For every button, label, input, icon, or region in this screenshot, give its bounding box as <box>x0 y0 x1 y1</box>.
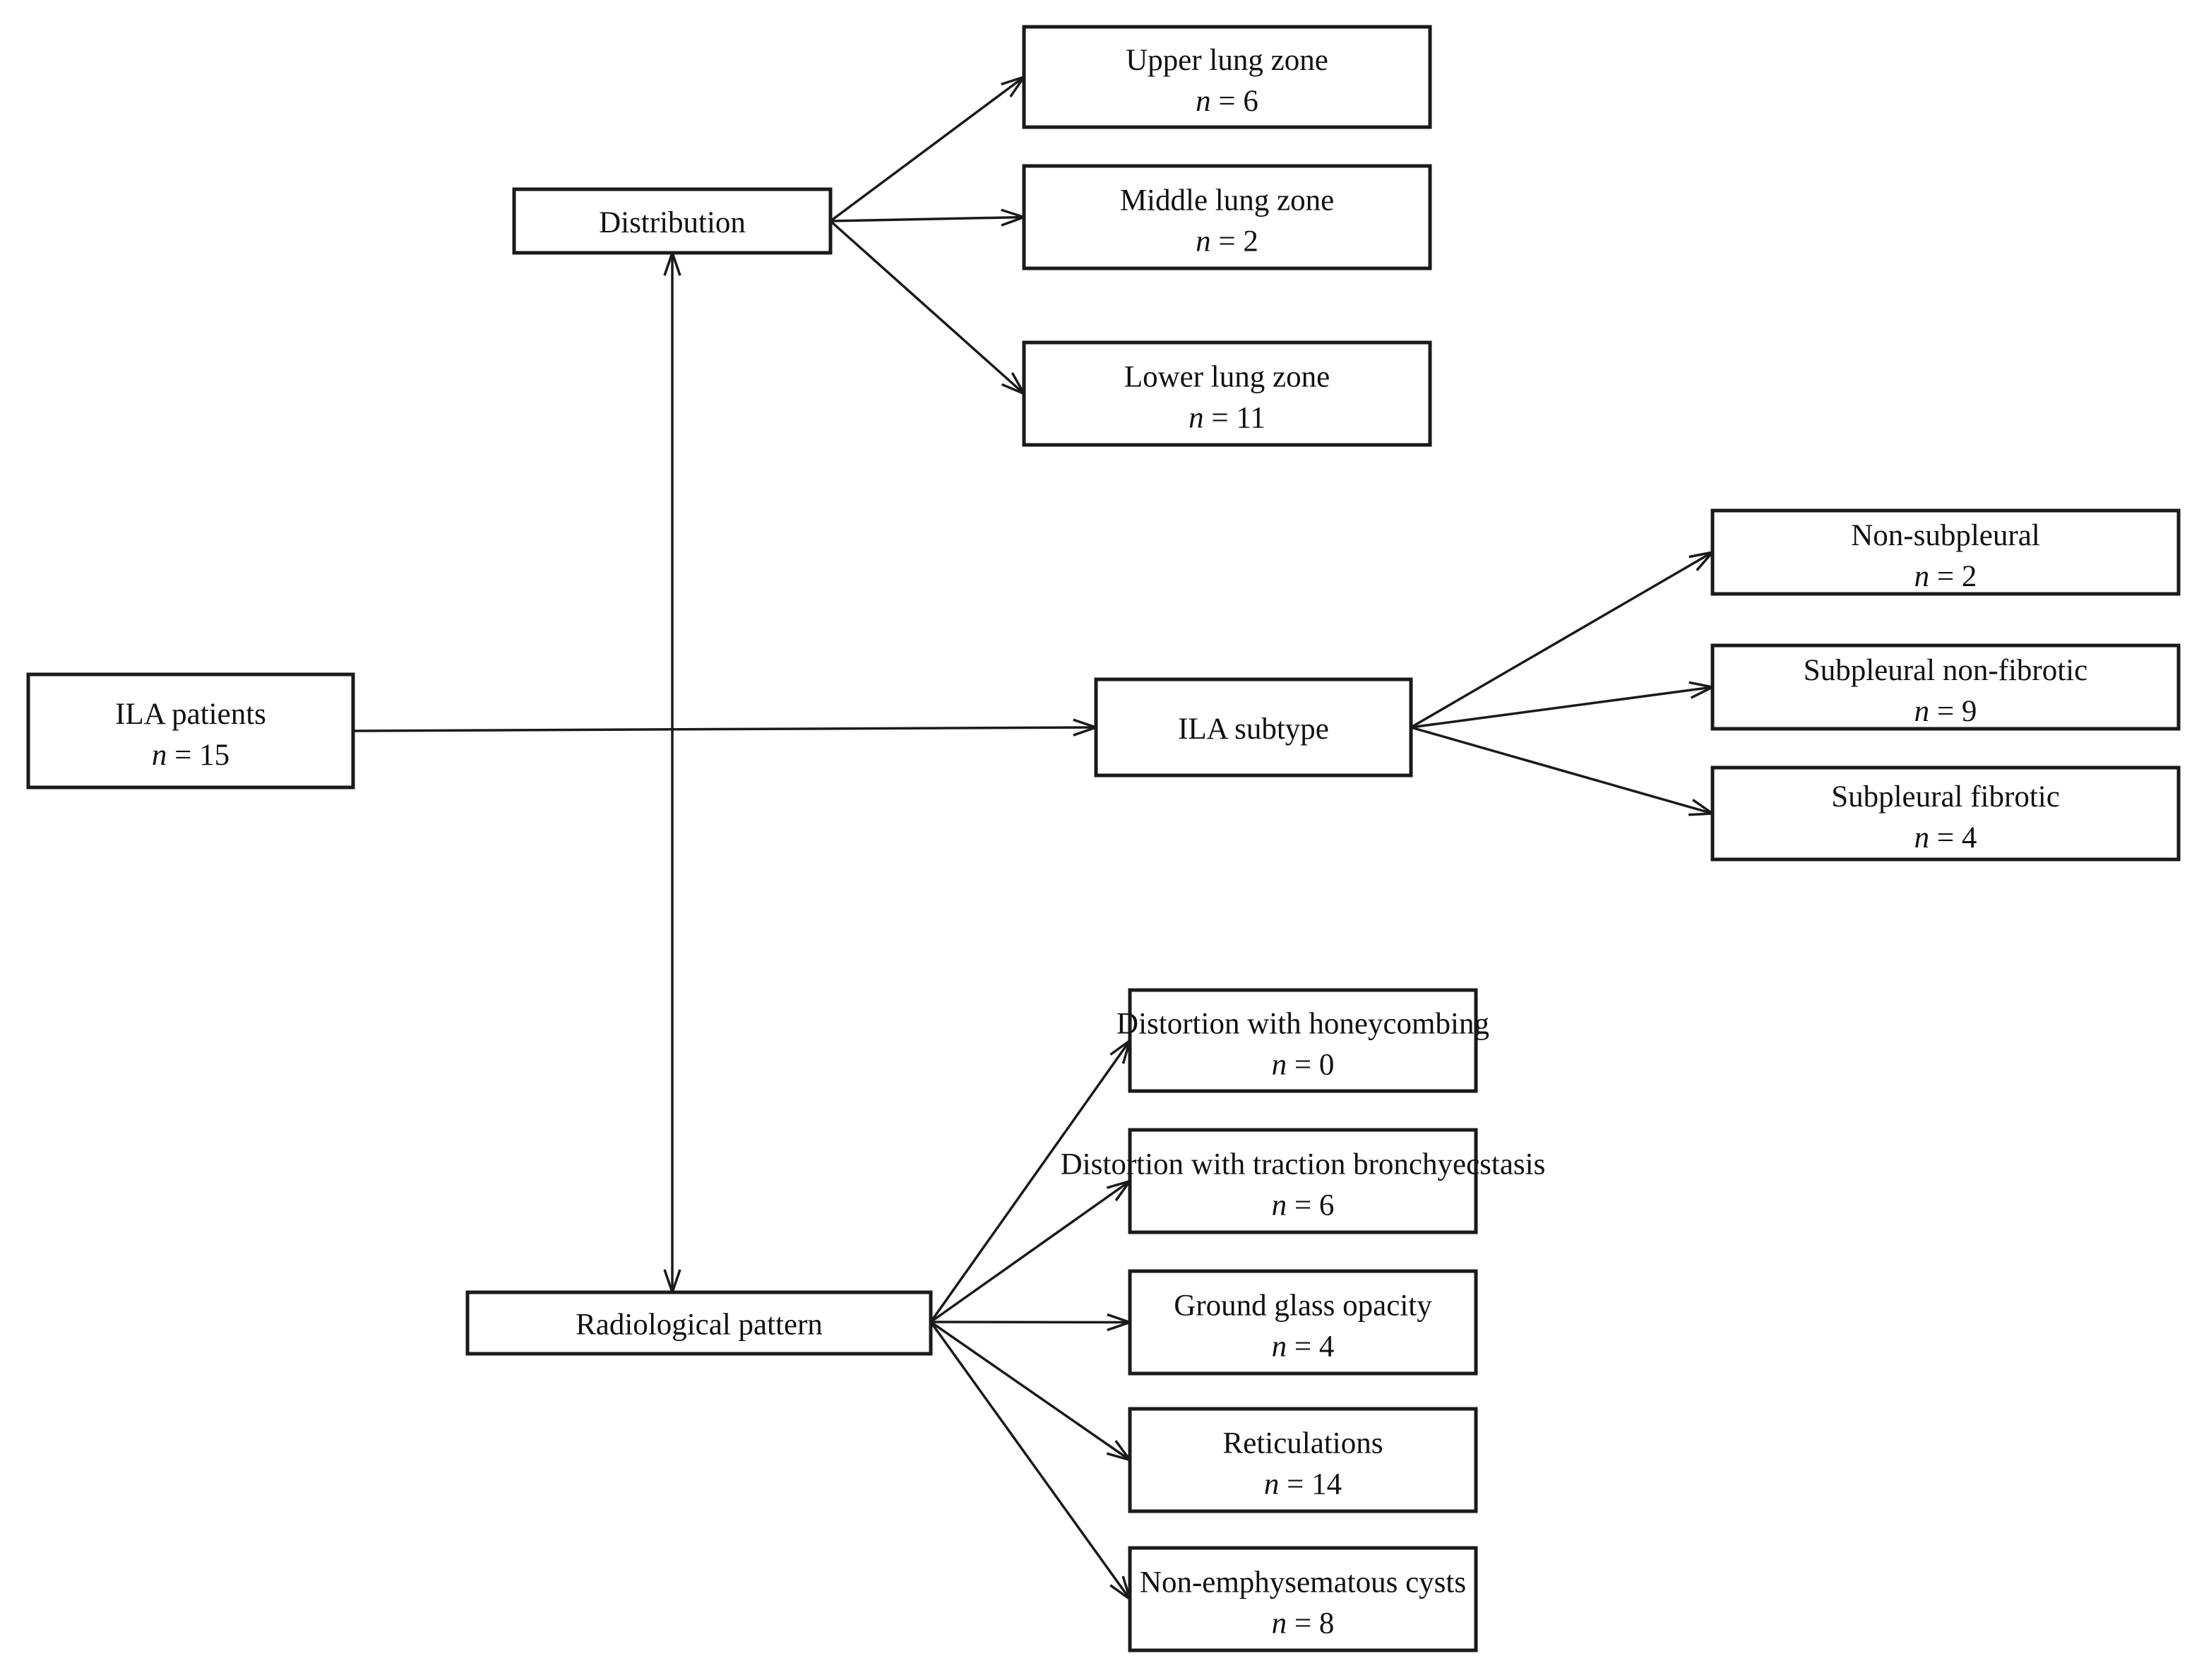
node-distortion-with-traction-bronchyecstasis[interactable]: Distortion with traction bronchyecstasis… <box>1061 1128 1546 1234</box>
node-label-ila-patients: ILA patients <box>115 698 266 731</box>
node-count-ground-glass-opacity: n = 4 <box>1272 1330 1335 1364</box>
node-count-middle-lung-zone: n = 2 <box>1196 225 1258 258</box>
edge-root-to-subtype-line <box>352 726 1097 732</box>
node-distortion-with-honeycombing[interactable]: Distortion with honeycombing n = 0 <box>1116 988 1489 1093</box>
node-box-reticulations <box>1128 1407 1478 1513</box>
edge-radiological-pattern-to-distortion-with-traction-bronchyecstasis[interactable] <box>929 1180 1131 1323</box>
node-non-emphysematous-cysts[interactable]: Non-emphysematous cysts n = 8 <box>1128 1546 1478 1652</box>
node-box-radiological-pattern <box>465 1290 933 1356</box>
node-radiological-pattern[interactable]: Radiological pattern <box>465 1290 933 1356</box>
node-label-middle-lung-zone: Middle lung zone <box>1120 184 1334 218</box>
node-box-ground-glass-opacity <box>1128 1269 1478 1376</box>
edge-distribution-to-upper-lung-zone-line <box>829 76 1025 222</box>
node-label-non-emphysematous-cysts: Non-emphysematous cysts <box>1140 1566 1466 1599</box>
edge-radiological-pattern-to-distortion-with-traction-bronchyecstasis-head <box>1106 1179 1131 1202</box>
edge-distribution-to-middle-lung-zone-head <box>1001 208 1025 227</box>
edge-root-to-subtype-head <box>1073 718 1097 737</box>
node-count-subpleural-non-fibrotic: n = 9 <box>1914 695 1977 728</box>
edge-ila-subtype-to-subpleural-fibrotic[interactable] <box>1410 726 1713 815</box>
edge-radiological-pattern-to-non-emphysematous-cysts-head <box>1109 1575 1131 1600</box>
node-box-distribution <box>512 187 833 255</box>
node-box-non-emphysematous-cysts <box>1128 1546 1478 1652</box>
edge-distribution-to-upper-lung-zone-head <box>1001 76 1025 98</box>
node-label-subpleural-fibrotic: Subpleural fibrotic <box>1831 780 2060 814</box>
edge-radiological-pattern-to-reticulations-head <box>1106 1440 1131 1462</box>
edge-root-to-subtype[interactable] <box>352 726 1097 732</box>
node-ground-glass-opacity[interactable]: Ground glass opacity n = 4 <box>1128 1269 1478 1376</box>
edge-ila-subtype-to-subpleural-non-fibrotic[interactable] <box>1410 686 1713 729</box>
node-label-ground-glass-opacity: Ground glass opacity <box>1174 1289 1432 1323</box>
node-count-distortion-with-traction-bronchyecstasis: n = 6 <box>1272 1189 1335 1222</box>
edge-radiological-pattern-to-ground-glass-opacity-head <box>1107 1313 1131 1332</box>
node-count-non-emphysematous-cysts: n = 8 <box>1272 1607 1335 1640</box>
edge-distribution-to-lower-lung-zone[interactable] <box>829 220 1025 395</box>
node-label-subpleural-non-fibrotic: Subpleural non-fibrotic <box>1804 654 2087 687</box>
node-non-subpleural[interactable]: Non-subpleural n = 2 <box>1710 508 2181 596</box>
node-box-ila-subtype <box>1094 677 1413 778</box>
node-upper-lung-zone[interactable]: Upper lung zone n = 6 <box>1022 25 1432 129</box>
edge-ila-subtype-to-subpleural-fibrotic-line <box>1410 726 1713 815</box>
edge-radiological-pattern-to-non-emphysematous-cysts[interactable] <box>929 1321 1131 1600</box>
edge-radiological-pattern-to-distortion-with-honeycombing-line <box>929 1039 1131 1323</box>
edges-layer <box>352 76 1714 1600</box>
node-count-subpleural-fibrotic: n = 4 <box>1914 821 1977 854</box>
edge-radiological-pattern-to-reticulations[interactable] <box>930 1321 1131 1461</box>
node-count-ila-patients: n = 15 <box>152 739 230 772</box>
node-count-non-subpleural: n = 2 <box>1914 560 1977 593</box>
edge-radiological-pattern-to-distortion-with-honeycombing[interactable] <box>929 1039 1131 1323</box>
node-box-subpleural-fibrotic <box>1710 765 2181 862</box>
node-box-middle-lung-zone <box>1022 164 1432 270</box>
node-label-distortion-with-honeycombing: Distortion with honeycombing <box>1116 1008 1489 1041</box>
node-box-subpleural-non-fibrotic <box>1710 643 2181 731</box>
node-label-radiological-pattern: Radiological pattern <box>576 1309 823 1342</box>
edge-radiological-pattern-to-distortion-with-traction-bronchyecstasis-line <box>929 1180 1131 1323</box>
edge-ila-subtype-to-subpleural-non-fibrotic-line <box>1410 686 1713 729</box>
node-count-lower-lung-zone: n = 11 <box>1189 402 1265 435</box>
edge-radiological-pattern-to-non-emphysematous-cysts-line <box>929 1321 1131 1600</box>
edge-radiological-pattern-to-ground-glass-opacity-line <box>930 1321 1131 1324</box>
node-subpleural-fibrotic[interactable]: Subpleural fibrotic n = 4 <box>1710 765 2181 862</box>
node-ila-patients[interactable]: ILA patients n = 15 <box>26 672 355 790</box>
node-count-upper-lung-zone: n = 6 <box>1196 85 1258 118</box>
node-box-distortion-with-honeycombing <box>1128 988 1478 1093</box>
edge-distribution-to-lower-lung-zone-line <box>829 220 1025 395</box>
edge-ila-subtype-to-non-subpleural-line <box>1410 551 1713 729</box>
edge-distribution-to-lower-lung-zone-head <box>1001 372 1025 395</box>
edge-vertical-down-head <box>663 1269 681 1293</box>
edge-ila-subtype-to-subpleural-fibrotic-head <box>1688 799 1714 816</box>
edge-ila-subtype-to-subpleural-non-fibrotic-head <box>1688 681 1713 699</box>
node-label-reticulations: Reticulations <box>1223 1427 1383 1460</box>
node-label-distortion-with-traction-bronchyecstasis: Distortion with traction bronchyecstasis <box>1061 1148 1546 1181</box>
edge-ila-subtype-to-non-subpleural[interactable] <box>1410 551 1713 729</box>
node-box-upper-lung-zone <box>1022 25 1432 129</box>
edge-distribution-to-middle-lung-zone[interactable] <box>830 215 1025 222</box>
edge-radiological-pattern-to-reticulations-line <box>930 1321 1131 1461</box>
node-count-distortion-with-honeycombing: n = 0 <box>1272 1049 1335 1082</box>
node-lower-lung-zone[interactable]: Lower lung zone n = 11 <box>1022 340 1432 447</box>
node-count-reticulations: n = 14 <box>1264 1468 1342 1501</box>
node-label-distribution: Distribution <box>599 206 746 239</box>
node-label-lower-lung-zone: Lower lung zone <box>1124 361 1330 394</box>
node-subpleural-non-fibrotic[interactable]: Subpleural non-fibrotic n = 9 <box>1710 643 2181 731</box>
node-box-ila-patients <box>26 672 355 790</box>
node-middle-lung-zone[interactable]: Middle lung zone n = 2 <box>1022 164 1432 270</box>
node-box-lower-lung-zone <box>1022 340 1432 447</box>
edge-radiological-pattern-to-distortion-with-honeycombing-head <box>1109 1039 1131 1064</box>
edge-distribution-to-middle-lung-zone-line <box>830 215 1025 222</box>
node-label-upper-lung-zone: Upper lung zone <box>1126 44 1328 77</box>
node-ila-subtype[interactable]: ILA subtype <box>1094 677 1413 778</box>
node-reticulations[interactable]: Reticulations n = 14 <box>1128 1407 1478 1513</box>
node-box-distortion-with-traction-bronchyecstasis <box>1128 1128 1478 1234</box>
edge-radiological-pattern-to-ground-glass-opacity[interactable] <box>930 1321 1131 1324</box>
node-box-non-subpleural <box>1710 508 2181 596</box>
node-label-non-subpleural: Non-subpleural <box>1851 519 2040 552</box>
node-label-ila-subtype: ILA subtype <box>1178 713 1329 746</box>
edge-distribution-to-upper-lung-zone[interactable] <box>829 76 1025 222</box>
edge-ila-subtype-to-non-subpleural-head <box>1688 551 1714 571</box>
edge-vertical-up-head <box>663 252 681 276</box>
node-distribution[interactable]: Distribution <box>512 187 833 255</box>
